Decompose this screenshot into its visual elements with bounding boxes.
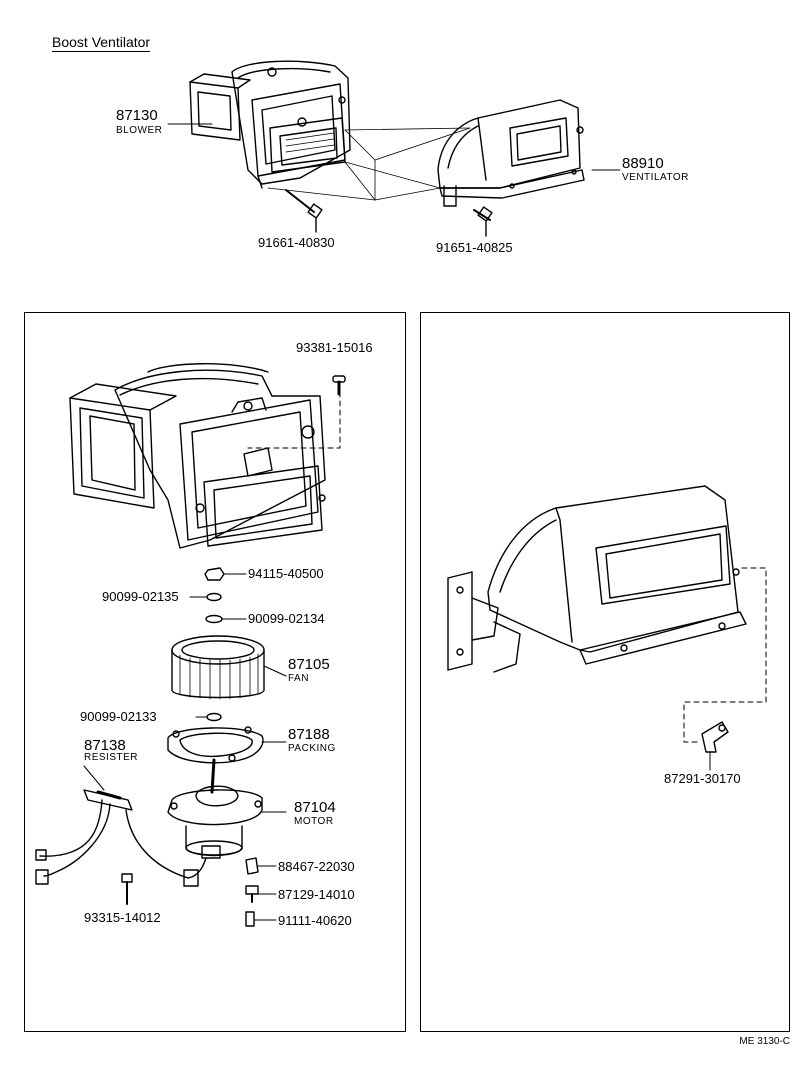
washer-c-number: 90099-02133 (80, 709, 157, 724)
bolt-left-number: 91661-40830 (258, 235, 335, 250)
washer-a-number: 90099-02135 (102, 589, 179, 604)
joint-number: 87291-30170 (664, 771, 741, 786)
fan-name: FAN (288, 673, 309, 684)
blower-name: BLOWER (116, 125, 163, 136)
fan-number: 87105 (288, 656, 330, 673)
joint-dashed-link (683, 567, 767, 743)
ventilator-number: 88910 (622, 155, 664, 172)
part-c-number: 91111-40620 (278, 913, 352, 928)
resister-name: RESISTER (84, 752, 139, 763)
resister-number: 87138 (84, 737, 126, 754)
top-bolts (285, 189, 493, 237)
small-parts (121, 857, 277, 927)
ventilator-drawing (447, 485, 747, 673)
top-leader-lines (167, 123, 621, 171)
resister-drawing (83, 765, 133, 811)
screw-top-number: 93381-15016 (296, 340, 373, 355)
fan-drawing (171, 635, 287, 700)
ventilator-name: VENTILATOR (622, 172, 689, 183)
screw-bottom-number: 93315-14012 (84, 910, 161, 925)
motor-name: MOTOR (294, 816, 334, 827)
blower-number: 87130 (116, 107, 158, 124)
blower-case-drawing (69, 363, 326, 549)
wire-harness (35, 799, 207, 887)
motor-drawing (167, 758, 287, 859)
packing-name: PACKING (288, 743, 336, 754)
motor-number: 87104 (294, 799, 336, 816)
packing-number: 87188 (288, 726, 330, 743)
packing-drawing (167, 726, 287, 764)
bolt-right-number: 91651-40825 (436, 240, 513, 255)
top-blower-drawing (189, 60, 351, 189)
part-a-number: 88467-22030 (278, 859, 355, 874)
figure-code: ME 3130-C (739, 1036, 790, 1047)
joint-drawing (701, 721, 729, 771)
washer-b-number: 90099-02134 (248, 611, 325, 626)
case-dashed-link (247, 391, 341, 449)
screw-top (332, 375, 346, 396)
left-detail-panel (24, 312, 406, 1032)
part-b-number: 87129-14010 (278, 887, 355, 902)
nut-washers (189, 567, 247, 722)
top-ventilator-drawing (437, 99, 585, 207)
nut-number: 94115-40500 (248, 566, 324, 581)
page-title: Boost Ventilator (52, 34, 151, 52)
right-detail-panel (420, 312, 790, 1032)
